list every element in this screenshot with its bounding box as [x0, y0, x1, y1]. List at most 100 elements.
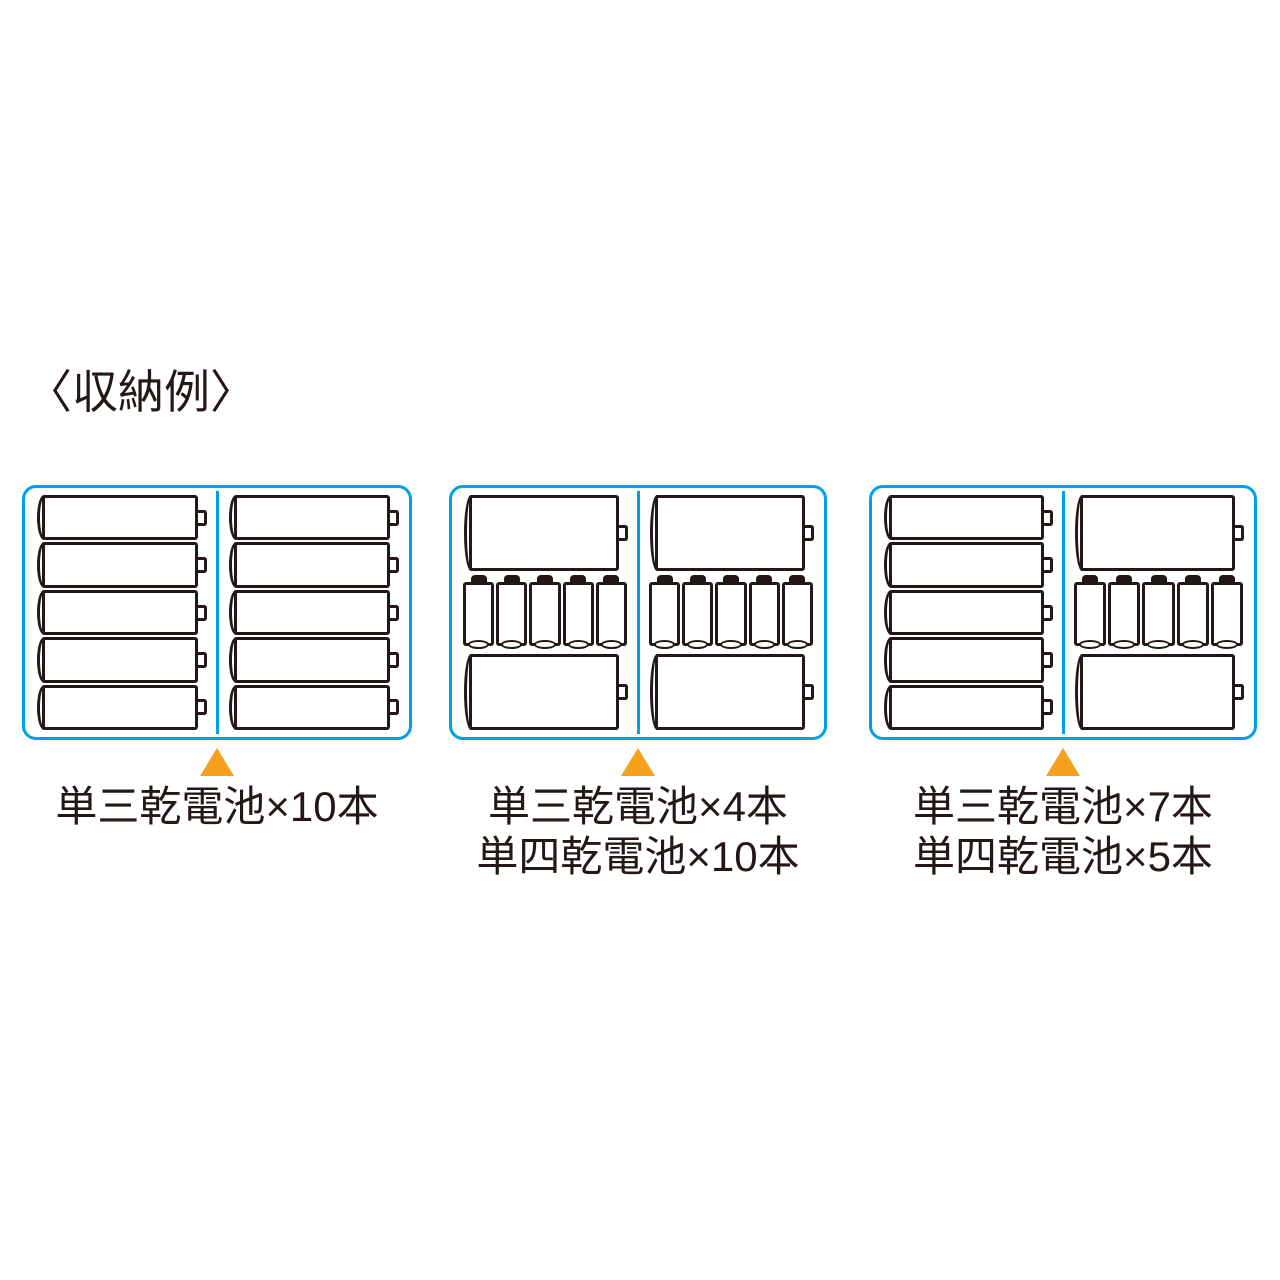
- case-divider: [636, 491, 640, 734]
- battery-positive-terminal-icon: [1184, 574, 1201, 584]
- battery-positive-terminal-icon: [198, 509, 207, 526]
- battery-aa-horizontal: [35, 637, 207, 683]
- battery-body: [562, 581, 594, 647]
- battery-positive-terminal-icon: [1044, 557, 1053, 574]
- battery-positive-terminal-icon: [1044, 699, 1053, 716]
- battery-case-panel-3[interactable]: [869, 485, 1257, 740]
- battery-body: [655, 495, 805, 571]
- battery-body: [234, 495, 390, 541]
- battery-aaa-vertical: [649, 574, 681, 651]
- battery-positive-terminal-icon: [619, 524, 628, 541]
- battery-body: [42, 542, 198, 588]
- up-triangle-icon: [200, 748, 234, 776]
- battery-body: [889, 589, 1044, 636]
- caption-block-2: 単三乾電池×4本 単四乾電池×10本: [449, 748, 827, 882]
- battery-body: [469, 495, 619, 571]
- battery-body: [715, 581, 747, 647]
- battery-aa-horizontal: [35, 684, 207, 731]
- battery-body: [529, 581, 561, 647]
- battery-positive-terminal-icon: [619, 684, 628, 701]
- battery-case-panel-2[interactable]: [449, 485, 827, 740]
- battery-negative-end-icon: [501, 640, 523, 650]
- battery-aa-horizontal: [882, 684, 1053, 731]
- case-half-left-1: [25, 488, 217, 737]
- panel-row: [0, 485, 1280, 745]
- battery-body: [889, 495, 1044, 541]
- case-half-left-3: [872, 488, 1063, 737]
- battery-positive-terminal-icon: [789, 574, 806, 584]
- vertical-battery-row: [1073, 572, 1244, 654]
- battery-negative-end-icon: [753, 640, 775, 650]
- battery-positive-terminal-icon: [1044, 509, 1053, 526]
- battery-aaa-vertical: [595, 574, 628, 651]
- battery-body: [1080, 654, 1235, 731]
- battery-positive-terminal-icon: [390, 509, 399, 526]
- caption-line: 単四乾電池×5本: [913, 833, 1213, 880]
- battery-negative-end-icon: [567, 640, 589, 650]
- battery-positive-terminal-icon: [198, 699, 207, 716]
- battery-negative-end-icon: [720, 640, 742, 650]
- case-divider: [1061, 491, 1065, 734]
- battery-aa-horizontal: [227, 495, 399, 541]
- case-divider: [215, 491, 219, 734]
- battery-aa-horizontal: [882, 495, 1053, 541]
- battery-aaa-vertical: [463, 574, 495, 651]
- battery-positive-terminal-icon: [1235, 684, 1244, 701]
- battery-case-panel-1[interactable]: [22, 485, 412, 740]
- battery-aa-horizontal: [882, 589, 1053, 636]
- battery-body: [682, 581, 714, 647]
- horizontal-battery-stack: [872, 488, 1063, 737]
- battery-positive-terminal-icon: [390, 651, 399, 668]
- battery-positive-terminal-icon: [656, 574, 673, 584]
- battery-body: [889, 637, 1044, 683]
- caption-block-1: 単三乾電池×10本: [22, 748, 412, 832]
- case-half-right-3: [1063, 488, 1254, 737]
- battery-body: [234, 542, 390, 588]
- battery-positive-terminal-icon: [198, 651, 207, 668]
- battery-aaa-vertical: [715, 574, 747, 651]
- mixed-battery-stack: [452, 488, 638, 737]
- caption-line: 単三乾電池×10本: [55, 783, 379, 830]
- caption-line: 単四乾電池×10本: [476, 833, 800, 880]
- battery-positive-terminal-icon: [723, 574, 739, 584]
- battery-aa-horizontal: [882, 637, 1053, 683]
- battery-negative-end-icon: [600, 640, 623, 650]
- battery-negative-end-icon: [534, 640, 556, 650]
- battery-positive-terminal-icon: [1044, 651, 1053, 668]
- caption-line: 単三乾電池×4本: [488, 783, 788, 830]
- battery-aaa-vertical: [1142, 574, 1175, 651]
- battery-positive-terminal-icon: [603, 574, 620, 584]
- caption-line: 単三乾電池×7本: [913, 783, 1213, 830]
- battery-body: [496, 581, 528, 647]
- battery-positive-terminal-icon: [570, 574, 587, 584]
- up-triangle-icon: [621, 748, 655, 776]
- battery-body: [1074, 581, 1107, 647]
- horizontal-battery-stack: [217, 488, 409, 737]
- battery-aaa-vertical: [562, 574, 594, 651]
- battery-body: [1108, 581, 1141, 647]
- battery-aa-horizontal: [227, 684, 399, 731]
- battery-positive-terminal-icon: [198, 557, 207, 574]
- vertical-battery-row: [462, 572, 628, 654]
- battery-body: [655, 654, 805, 731]
- battery-body: [234, 637, 390, 683]
- battery-aa-horizontal: [35, 589, 207, 636]
- battery-body: [42, 589, 198, 636]
- battery-positive-terminal-icon: [1218, 574, 1235, 584]
- battery-positive-terminal-icon: [689, 574, 706, 584]
- battery-body: [1080, 495, 1235, 571]
- battery-aa-horizontal: [227, 637, 399, 683]
- battery-body: [1142, 581, 1175, 647]
- battery-aa-horizontal: [648, 495, 814, 571]
- battery-body: [234, 589, 390, 636]
- battery-aa-horizontal: [35, 495, 207, 541]
- battery-positive-terminal-icon: [198, 604, 207, 621]
- battery-positive-terminal-icon: [390, 557, 399, 574]
- battery-positive-terminal-icon: [1235, 524, 1244, 541]
- battery-negative-end-icon: [1147, 640, 1170, 650]
- battery-aa-horizontal: [1073, 654, 1244, 731]
- battery-negative-end-icon: [1215, 640, 1239, 650]
- battery-positive-terminal-icon: [805, 684, 814, 701]
- battery-positive-terminal-icon: [470, 574, 487, 584]
- battery-positive-terminal-icon: [390, 699, 399, 716]
